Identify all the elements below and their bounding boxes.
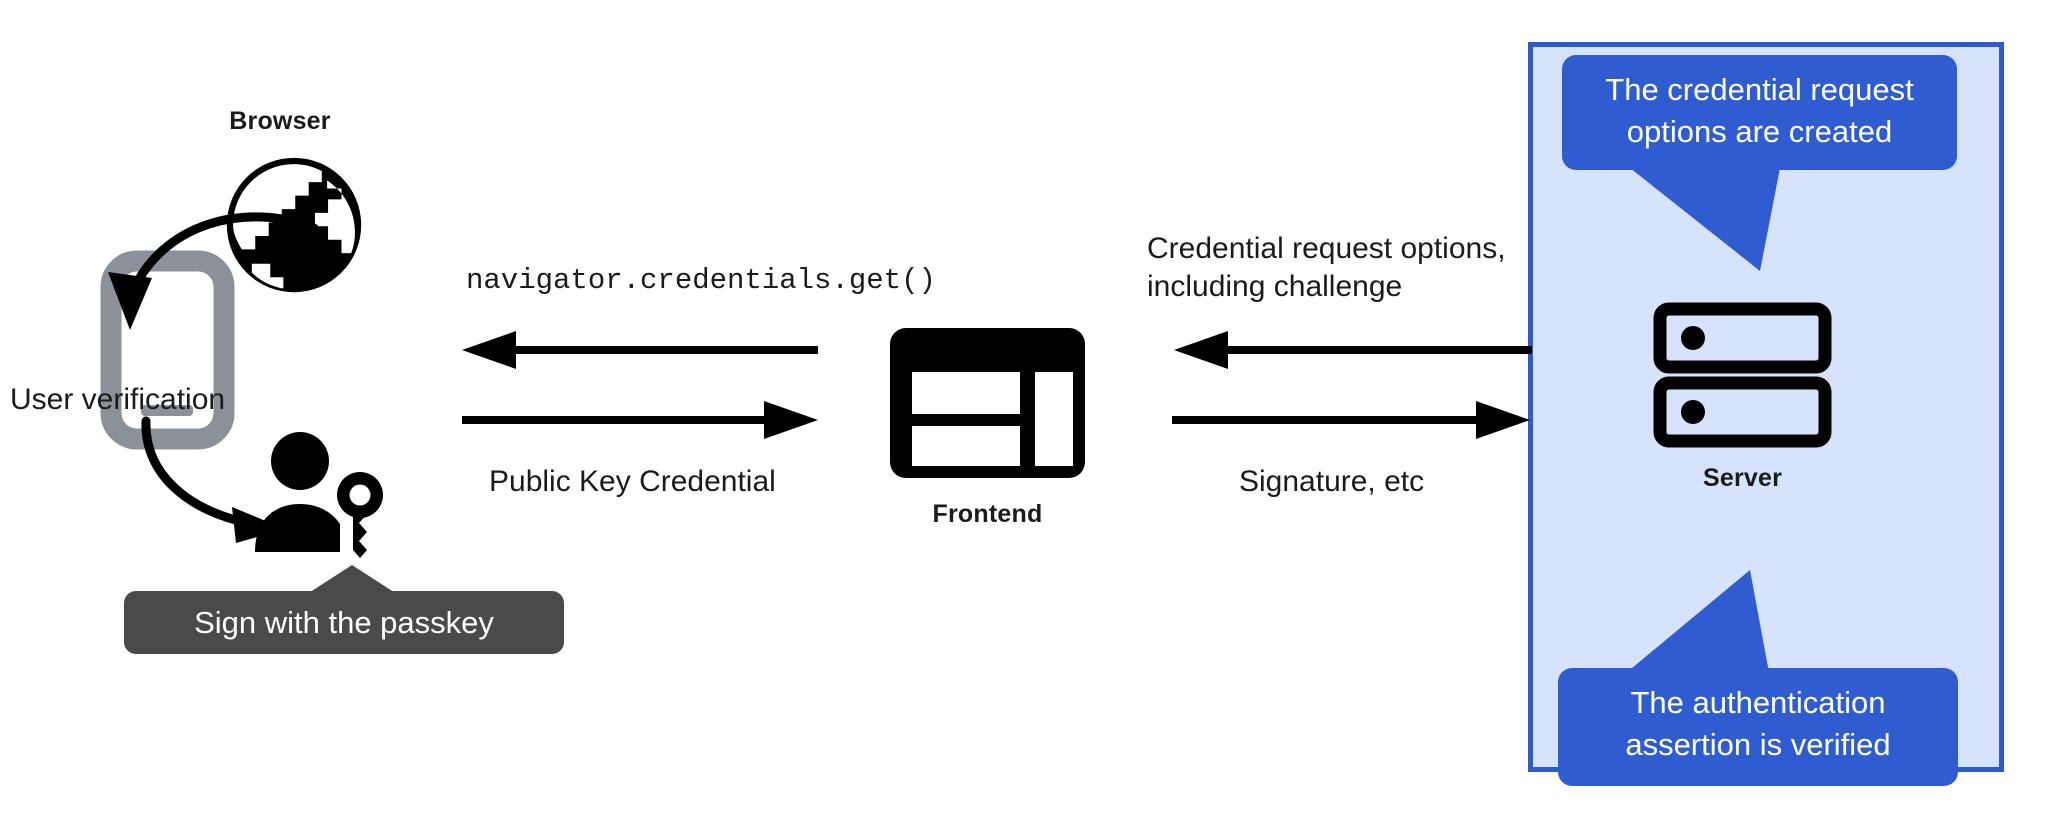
sign-passkey-tooltip: Sign with the passkey — [124, 565, 564, 660]
arrow-browser-to-frontend — [460, 401, 820, 439]
arrow-frontend-to-browser — [460, 331, 820, 369]
arrow-server-to-frontend — [1172, 331, 1532, 369]
assertion-verified-callout-text: The authentication assertion is verified — [1625, 685, 1891, 762]
credential-request-options-text: Credential request options, including ch… — [1147, 232, 1506, 304]
user-verification-label: User verification — [10, 383, 226, 416]
arrow-frontend-to-server — [1172, 401, 1532, 439]
frontend-label: Frontend — [932, 500, 1043, 528]
sign-passkey-tooltip-text: Sign with the passkey — [124, 591, 564, 655]
credential-request-callout-text: The credential request options are creat… — [1605, 72, 1914, 149]
signature-etc-label: Signature, etc — [1239, 465, 1425, 498]
server-racks-icon — [1653, 302, 1832, 448]
person-with-key-icon — [252, 428, 392, 558]
browser-label: Browser — [229, 107, 331, 135]
credential-request-callout: The credential request options are creat… — [1562, 55, 1957, 170]
server-label: Server — [1702, 464, 1783, 492]
arrow-browser-to-phone — [90, 190, 320, 350]
navigator-credentials-get-label: navigator.credentials.get() — [466, 264, 936, 297]
frontend-layout-icon — [890, 328, 1085, 478]
assertion-verified-callout-tail — [1620, 570, 1770, 678]
arrow-phone-to-user — [140, 415, 340, 545]
sign-passkey-tooltip-notch — [304, 565, 400, 596]
credential-request-callout-tail — [1630, 168, 1780, 271]
public-key-credential-label: Public Key Credential — [489, 465, 776, 498]
assertion-verified-callout: The authentication assertion is verified — [1558, 668, 1958, 786]
phone-icon — [100, 250, 235, 450]
credential-request-options-label: Credential request options, including ch… — [1147, 230, 1506, 307]
